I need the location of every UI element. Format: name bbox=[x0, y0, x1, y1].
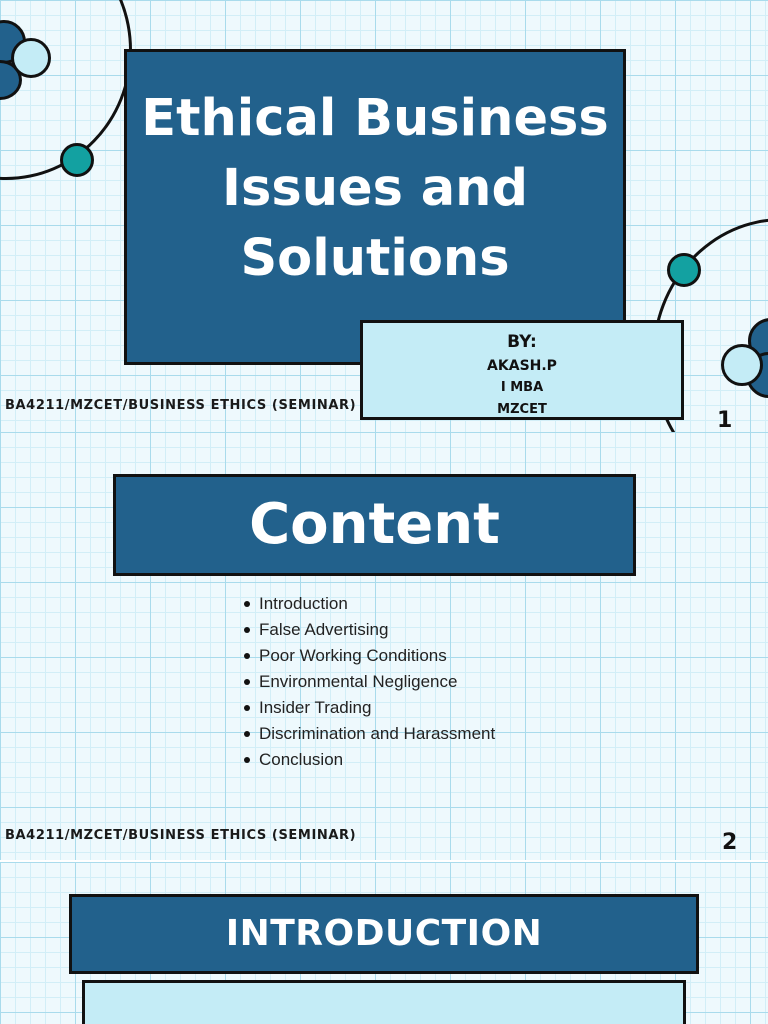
content-list-item: Insider Trading bbox=[241, 695, 495, 721]
slide-3-content-box bbox=[82, 980, 686, 1024]
slide-2-footer: BA4211/MZCET/BUSINESS ETHICS (SEMINAR) bbox=[5, 828, 357, 843]
decorative-dot-light bbox=[11, 38, 51, 78]
slide-3-title-box: INTRODUCTION bbox=[69, 894, 699, 974]
content-list-item: Poor Working Conditions bbox=[241, 643, 495, 669]
content-list-item: Environmental Negligence bbox=[241, 669, 495, 695]
slide-2-title: Content bbox=[249, 492, 500, 557]
content-list-item: Discrimination and Harassment bbox=[241, 721, 495, 747]
slide-1-footer: BA4211/MZCET/BUSINESS ETHICS (SEMINAR) bbox=[5, 398, 357, 413]
slide-3-title: INTRODUCTION bbox=[225, 913, 543, 954]
slide-1-page-number: 1 bbox=[717, 408, 733, 432]
decorative-dot-teal bbox=[60, 143, 94, 177]
content-list-item: False Advertising bbox=[241, 617, 495, 643]
slide-2-page-number: 2 bbox=[722, 830, 738, 855]
content-list: Introduction False Advertising Poor Work… bbox=[241, 591, 495, 773]
slide-2: Content Introduction False Advertising P… bbox=[0, 432, 768, 860]
by-label: BY: bbox=[507, 332, 537, 352]
decorative-dot-light bbox=[721, 344, 763, 386]
content-list-item: Conclusion bbox=[241, 747, 495, 773]
slide-1-title-box: Ethical Business Issues and Solutions bbox=[124, 49, 626, 365]
slide-3: INTRODUCTION bbox=[0, 862, 768, 1024]
author-box: BY: AKASH.P I MBA MZCET bbox=[360, 320, 684, 420]
content-list-item: Introduction bbox=[241, 591, 495, 617]
decorative-dot-teal bbox=[667, 253, 701, 287]
slide-2-title-box: Content bbox=[113, 474, 636, 576]
slide-1-title-line-3: Solutions bbox=[240, 229, 510, 288]
slide-1-title-line-2: Issues and bbox=[222, 159, 528, 218]
author-program: I MBA bbox=[500, 380, 544, 395]
author-college: MZCET bbox=[497, 402, 547, 417]
slide-1-title-line-1: Ethical Business bbox=[141, 89, 609, 148]
slide-1: Ethical Business Issues and Solutions BY… bbox=[0, 0, 768, 432]
author-name: AKASH.P bbox=[487, 358, 557, 374]
